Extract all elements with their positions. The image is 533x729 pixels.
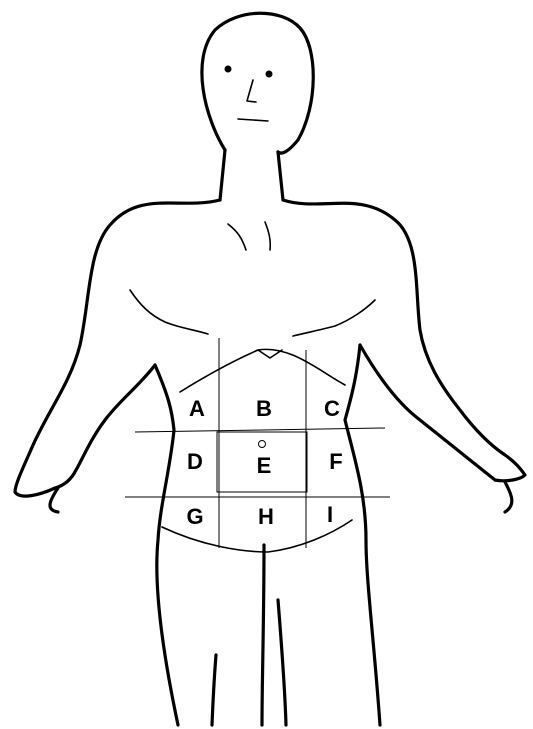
mouth [238, 119, 268, 121]
head [202, 13, 313, 153]
region-label-i: I [327, 502, 333, 527]
region-labels: A B C D E F G H I [186, 396, 342, 529]
right-eye [266, 71, 273, 78]
region-label-b: B [256, 396, 272, 421]
region-label-c: C [324, 396, 340, 421]
chest-details [130, 222, 375, 358]
neck [220, 150, 283, 200]
region-label-f: F [329, 449, 342, 474]
region-label-a: A [189, 396, 205, 421]
left-eye [225, 66, 232, 73]
region-label-h: H [258, 504, 274, 529]
region-label-e: E [257, 453, 272, 478]
region-label-g: G [186, 504, 203, 529]
nose [247, 80, 256, 102]
region-label-d: D [187, 449, 203, 474]
